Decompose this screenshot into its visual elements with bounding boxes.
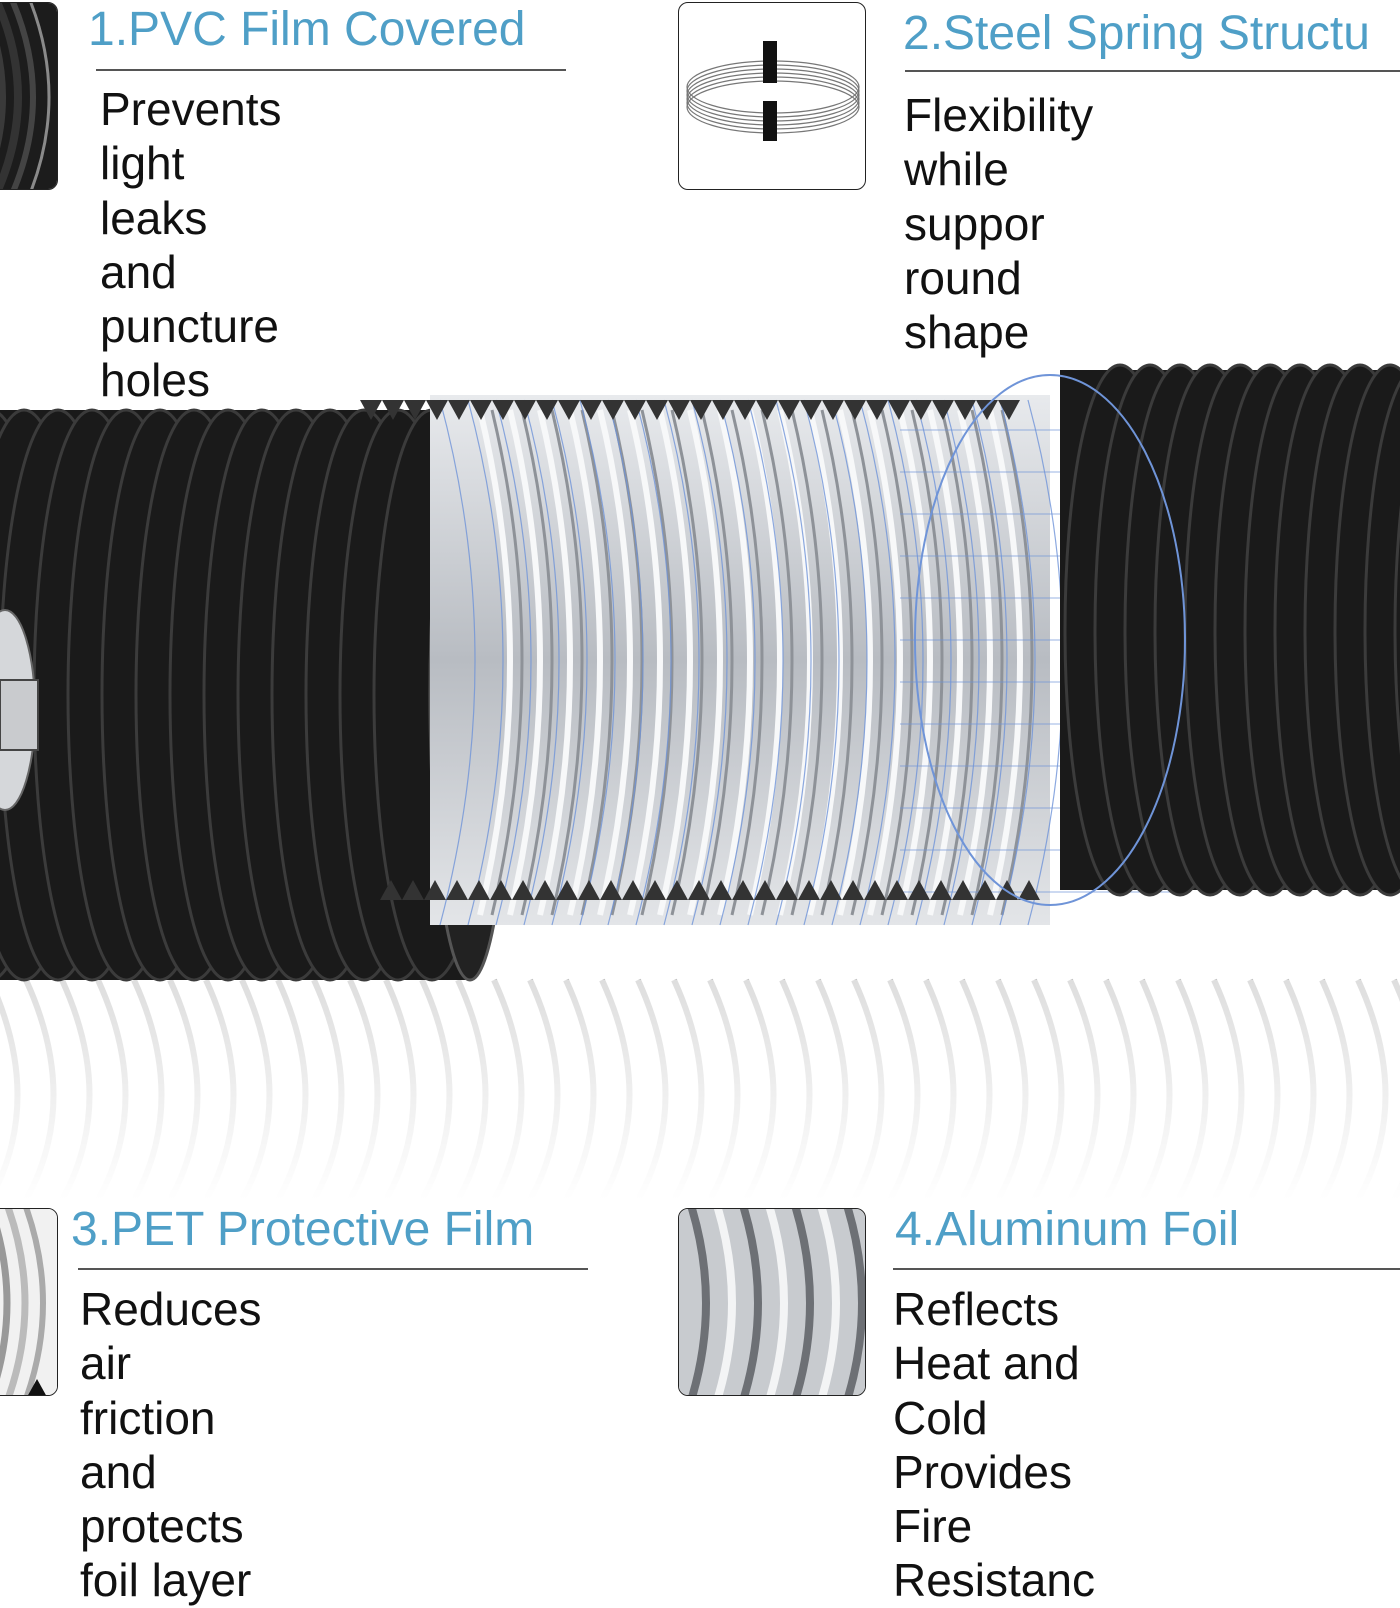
feature-title: 2.Steel Spring Structu <box>903 7 1370 60</box>
feature-title: 4.Aluminum Foil <box>895 1203 1240 1256</box>
pet-film-icon <box>0 1208 58 1396</box>
feature-title: 3.PET Protective Film <box>71 1203 535 1256</box>
feature-description: Reflects Heat and Cold Provides Fire Res… <box>893 1283 1095 1607</box>
divider <box>78 1268 588 1270</box>
feature-title: 1.PVC Film Covered <box>88 3 526 56</box>
feature-description: Prevents light leaks and puncture holes <box>100 83 282 407</box>
aluminum-foil-icon <box>678 1208 866 1396</box>
right-black-duct-section <box>914 363 1400 906</box>
foil-mesh-section <box>360 395 1170 926</box>
steel-spring-coil-icon <box>678 2 866 190</box>
divider <box>893 1268 1400 1270</box>
divider <box>96 69 566 71</box>
pvc-film-icon <box>0 2 58 190</box>
feature-description: Flexibility while suppor round shape <box>904 89 1094 359</box>
flexible-duct-hose-illustration <box>0 363 1400 1200</box>
divider <box>905 70 1400 72</box>
feature-description: Reduces air friction and protects foil l… <box>80 1283 262 1607</box>
hose-clamp <box>0 609 39 811</box>
